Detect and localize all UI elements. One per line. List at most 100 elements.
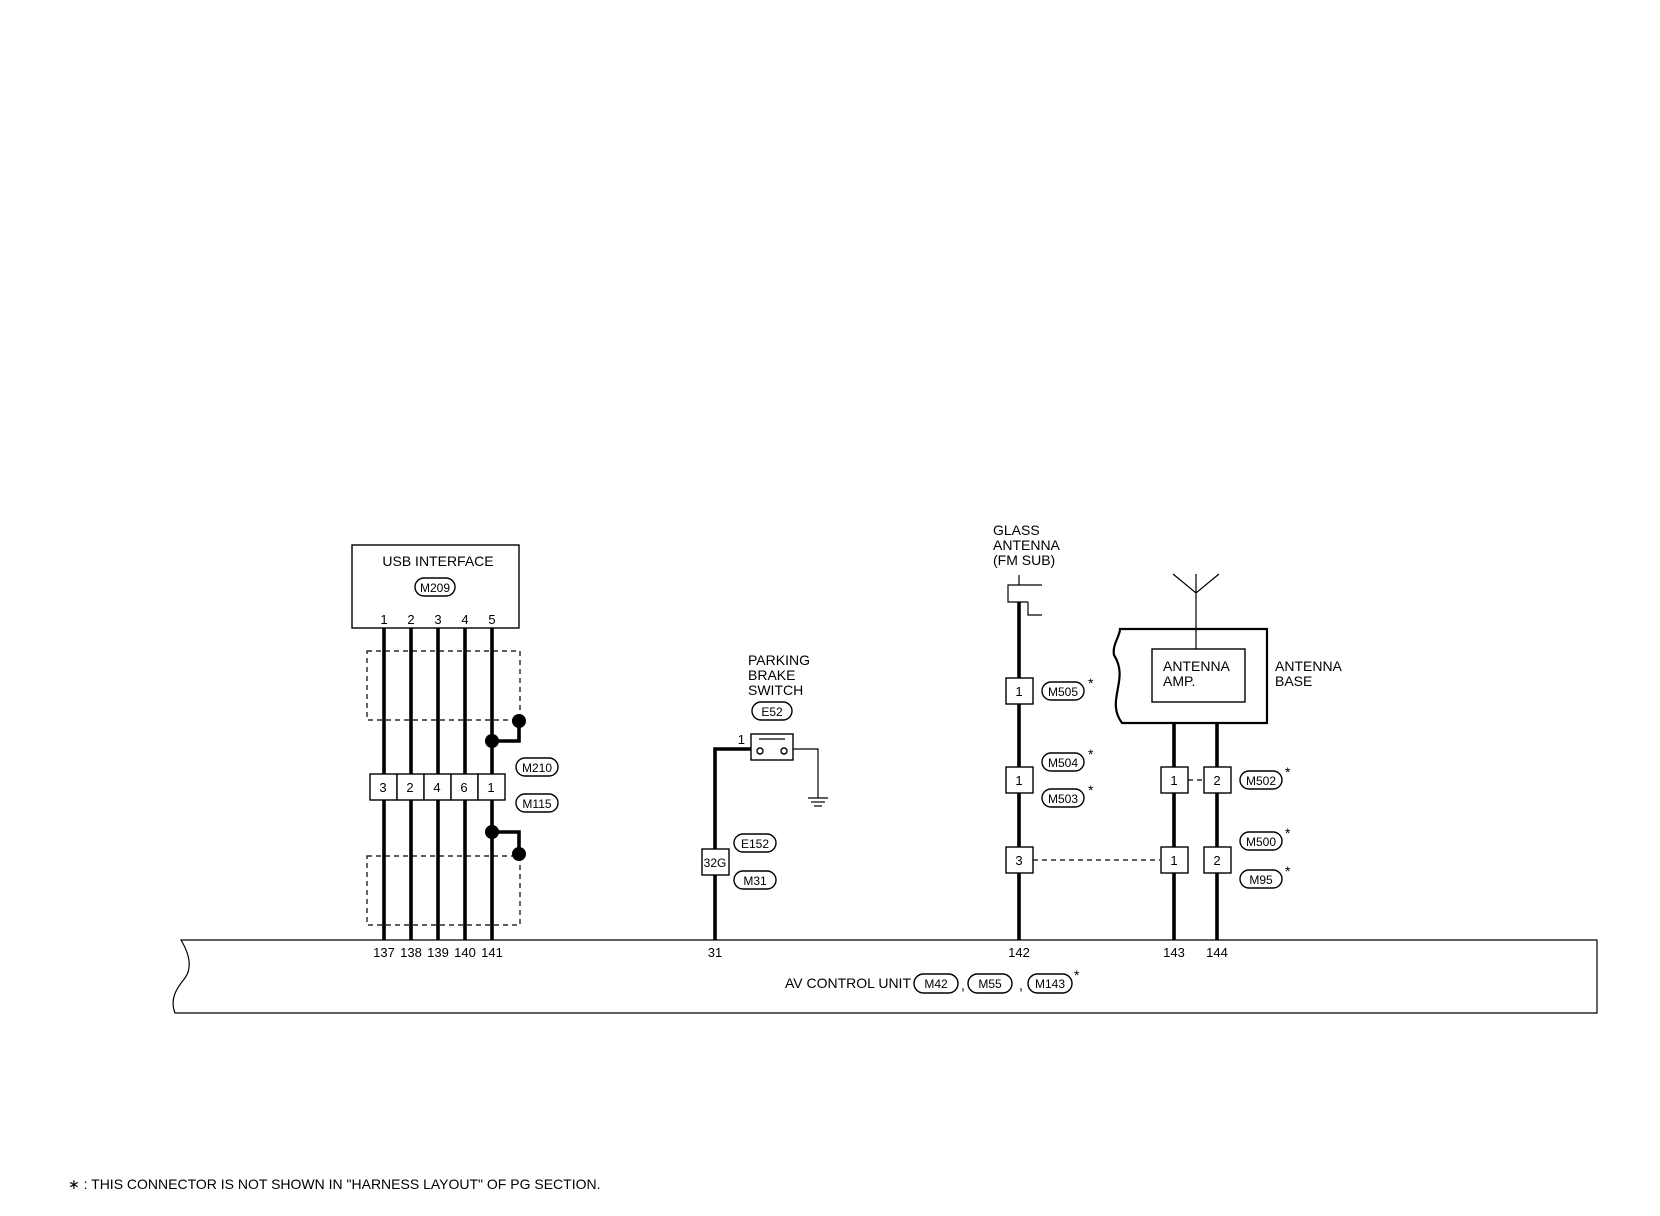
asterisk-m504: *	[1088, 746, 1094, 762]
usb-pin-4: 4	[461, 612, 468, 627]
connector-oval-m502	[1239, 770, 1283, 790]
glass-label-line-1: GLASS	[993, 522, 1040, 538]
av-separator-2: ,	[1019, 977, 1023, 993]
antenna-amp-box	[1151, 648, 1246, 703]
glass-connector-3-pin: 3	[1015, 853, 1022, 868]
base-connector-a-pin1-label: 1	[1170, 773, 1177, 788]
connector-oval-m209	[414, 577, 456, 597]
connector-label-m31: M31	[743, 874, 767, 888]
base-connector-b-pin1-label: 1	[1170, 853, 1177, 868]
joint-pin-4: 4	[433, 780, 440, 795]
connector-oval-m42	[913, 973, 959, 994]
connector-label-m503: M503	[1048, 792, 1078, 806]
av-control-unit: 137 138 139 140 141 31 142 143 144 AV CO…	[172, 939, 1598, 1014]
joint-pin-3: 3	[379, 780, 386, 795]
base-connector-b-pin2	[1203, 846, 1232, 874]
joint-pin-1: 1	[487, 780, 494, 795]
connector-label-e52: E52	[761, 705, 783, 719]
usb-interface-unit: USB INTERFACE M209 1 2 3 4 5	[351, 544, 520, 629]
joint-cell-4	[450, 773, 479, 801]
joint-cell-3	[423, 773, 452, 801]
av-pin-144: 144	[1206, 945, 1228, 960]
av-separator-1: ,	[961, 977, 965, 993]
base-connector-a-pin2-label: 2	[1213, 773, 1220, 788]
connector-label-m505: M505	[1048, 685, 1078, 699]
av-pin-141: 141	[481, 945, 503, 960]
connector-label-m210: M210	[522, 761, 552, 775]
connector-label-m209: M209	[420, 581, 450, 595]
connector-oval-m31	[733, 870, 777, 890]
shield-lower	[366, 855, 521, 926]
glass-connector-1	[1005, 677, 1034, 705]
av-pin-31: 31	[708, 945, 722, 960]
joint-pin-6: 6	[460, 780, 467, 795]
antenna-base: ANTENNA AMP. ANTENNA BASE 1 2 M502 * 1 2…	[1112, 573, 1343, 940]
asterisk-m500: *	[1285, 825, 1291, 841]
parking-label-line-3: SWITCH	[748, 682, 803, 698]
av-pin-140: 140	[454, 945, 476, 960]
usb-interface-title: USB INTERFACE	[382, 553, 493, 569]
connector-label-e152: E152	[741, 837, 769, 851]
asterisk-m505: *	[1088, 675, 1094, 691]
amp-label-line-2: AMP.	[1163, 673, 1195, 689]
drain-lower	[492, 830, 521, 854]
antenna-base-label-line-2: BASE	[1275, 673, 1312, 689]
splice-lower	[485, 825, 499, 839]
switch-contact-left	[756, 747, 764, 755]
av-control-unit-label: AV CONTROL UNIT	[785, 975, 911, 991]
switch-body	[750, 733, 794, 761]
glass-connector-1-pin: 1	[1015, 684, 1022, 699]
connector-label-m55: M55	[978, 977, 1002, 991]
base-connector-a-pin1	[1160, 766, 1189, 794]
glass-label-line-2: ANTENNA	[993, 537, 1061, 553]
asterisk-m143: *	[1074, 967, 1080, 983]
connector-label-m504: M504	[1048, 756, 1078, 770]
joint-pin-2: 2	[406, 780, 413, 795]
switch-contact-right	[780, 747, 788, 755]
glass-antenna: GLASS ANTENNA (FM SUB) 1 M505 * 1 M504 *…	[993, 522, 1094, 940]
connector-label-m115: M115	[522, 797, 551, 811]
switch-pin-1: 1	[738, 732, 745, 747]
asterisk-m503: *	[1088, 782, 1094, 798]
connector-label-m95: M95	[1249, 873, 1273, 887]
footnote: ∗ : THIS CONNECTOR IS NOT SHOWN IN "HARN…	[68, 1176, 600, 1192]
connector-oval-m210	[515, 757, 559, 777]
parking-label-line-1: PARKING	[748, 652, 810, 668]
switch-ground-wire	[793, 748, 819, 798]
av-pin-138: 138	[400, 945, 422, 960]
connector-label-m502: M502	[1246, 774, 1276, 788]
glass-antenna-element-left	[1007, 575, 1020, 603]
antenna-base-label-line-1: ANTENNA	[1275, 658, 1343, 674]
connector-oval-m503	[1041, 788, 1085, 808]
inline-pin-32g: 32G	[704, 856, 727, 870]
inline-connector-32g	[701, 848, 730, 876]
base-connector-a-pin2	[1203, 766, 1232, 794]
connector-oval-m500	[1239, 831, 1283, 851]
usb-pin-1: 1	[380, 612, 387, 627]
connector-oval-e152	[733, 833, 777, 853]
base-connector-b-pin1	[1160, 846, 1189, 874]
usb-pin-2: 2	[407, 612, 414, 627]
parking-label-line-2: BRAKE	[748, 667, 795, 683]
connector-oval-m143	[1027, 973, 1073, 994]
connector-label-m42: M42	[924, 977, 948, 991]
connector-oval-m95	[1239, 869, 1283, 889]
glass-connector-3	[1005, 846, 1034, 874]
av-pin-143: 143	[1163, 945, 1185, 960]
shield-ground-lower	[512, 847, 526, 861]
av-pin-139: 139	[427, 945, 449, 960]
shield-ground-upper	[512, 714, 526, 728]
asterisk-m502: *	[1285, 764, 1291, 780]
usb-pin-5: 5	[488, 612, 495, 627]
amp-label-line-1: ANTENNA	[1163, 658, 1231, 674]
joint-connector: 3 2 4 6 1 M210 M115	[369, 757, 559, 813]
glass-antenna-plate	[1019, 584, 1042, 603]
av-pin-137: 137	[373, 945, 395, 960]
connector-oval-e52	[751, 701, 793, 721]
glass-connector-2-pin: 1	[1015, 773, 1022, 788]
shield-upper	[366, 650, 521, 721]
parking-brake-switch: PARKING BRAKE SWITCH E52 1 32G E152 M31	[701, 652, 828, 940]
av-pin-142: 142	[1008, 945, 1030, 960]
connector-oval-m55	[967, 973, 1013, 994]
